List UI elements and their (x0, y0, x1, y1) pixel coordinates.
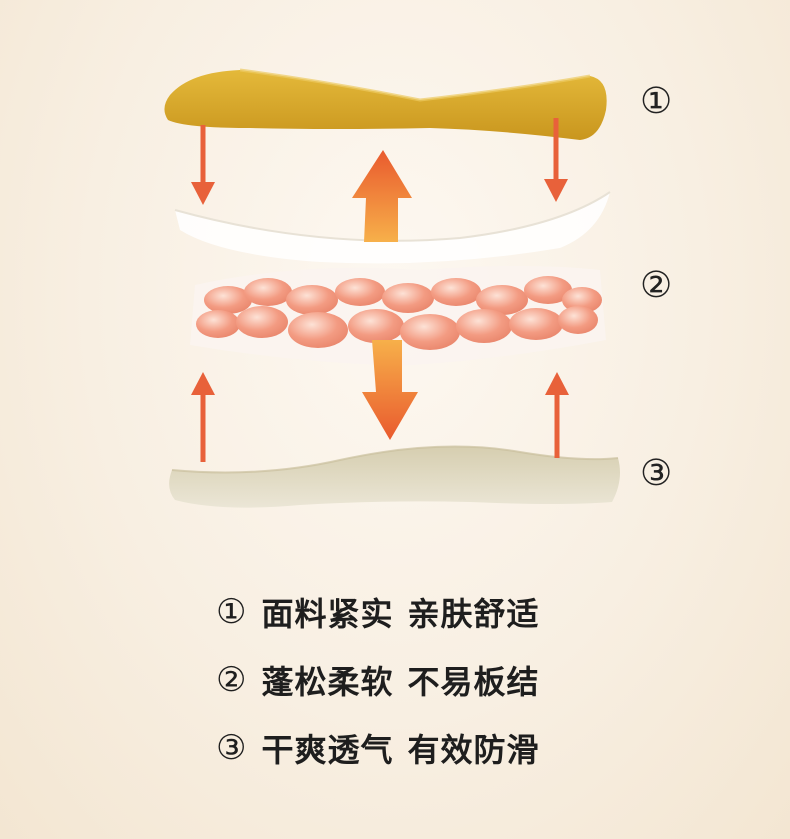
arrow-down-left-top (191, 125, 215, 205)
feature-text: 有效防滑 (408, 725, 540, 771)
feature-list: ① 面料紧实 亲肤舒适 ② 蓬松柔软 不易板结 ③ 干爽透气 有效防滑 (216, 590, 736, 794)
layer-3-bottom (169, 447, 620, 508)
feature-number: ③ (216, 728, 247, 768)
feature-item-2: ② 蓬松柔软 不易板结 (216, 658, 736, 702)
layer-1-marker: ① (640, 84, 672, 120)
feature-item-1: ① 面料紧实 亲肤舒适 (216, 590, 736, 634)
feature-number: ① (216, 592, 247, 632)
arrow-up-right-bottom (545, 372, 569, 458)
big-arrow-up (352, 150, 412, 242)
feature-text: 干爽透气 (261, 725, 393, 771)
arrow-up-left-bottom (191, 372, 215, 462)
layer-3-marker: ③ (640, 456, 672, 492)
feature-number: ② (216, 660, 247, 700)
layer-1-fabric (164, 70, 606, 140)
feature-item-3: ③ 干爽透气 有效防滑 (216, 726, 736, 770)
feature-text: 不易板结 (408, 657, 540, 703)
feature-text: 蓬松柔软 (261, 657, 393, 703)
feature-text: 面料紧实 (261, 589, 393, 635)
layer-2-marker: ② (640, 268, 672, 304)
feature-text: 亲肤舒适 (408, 589, 540, 635)
